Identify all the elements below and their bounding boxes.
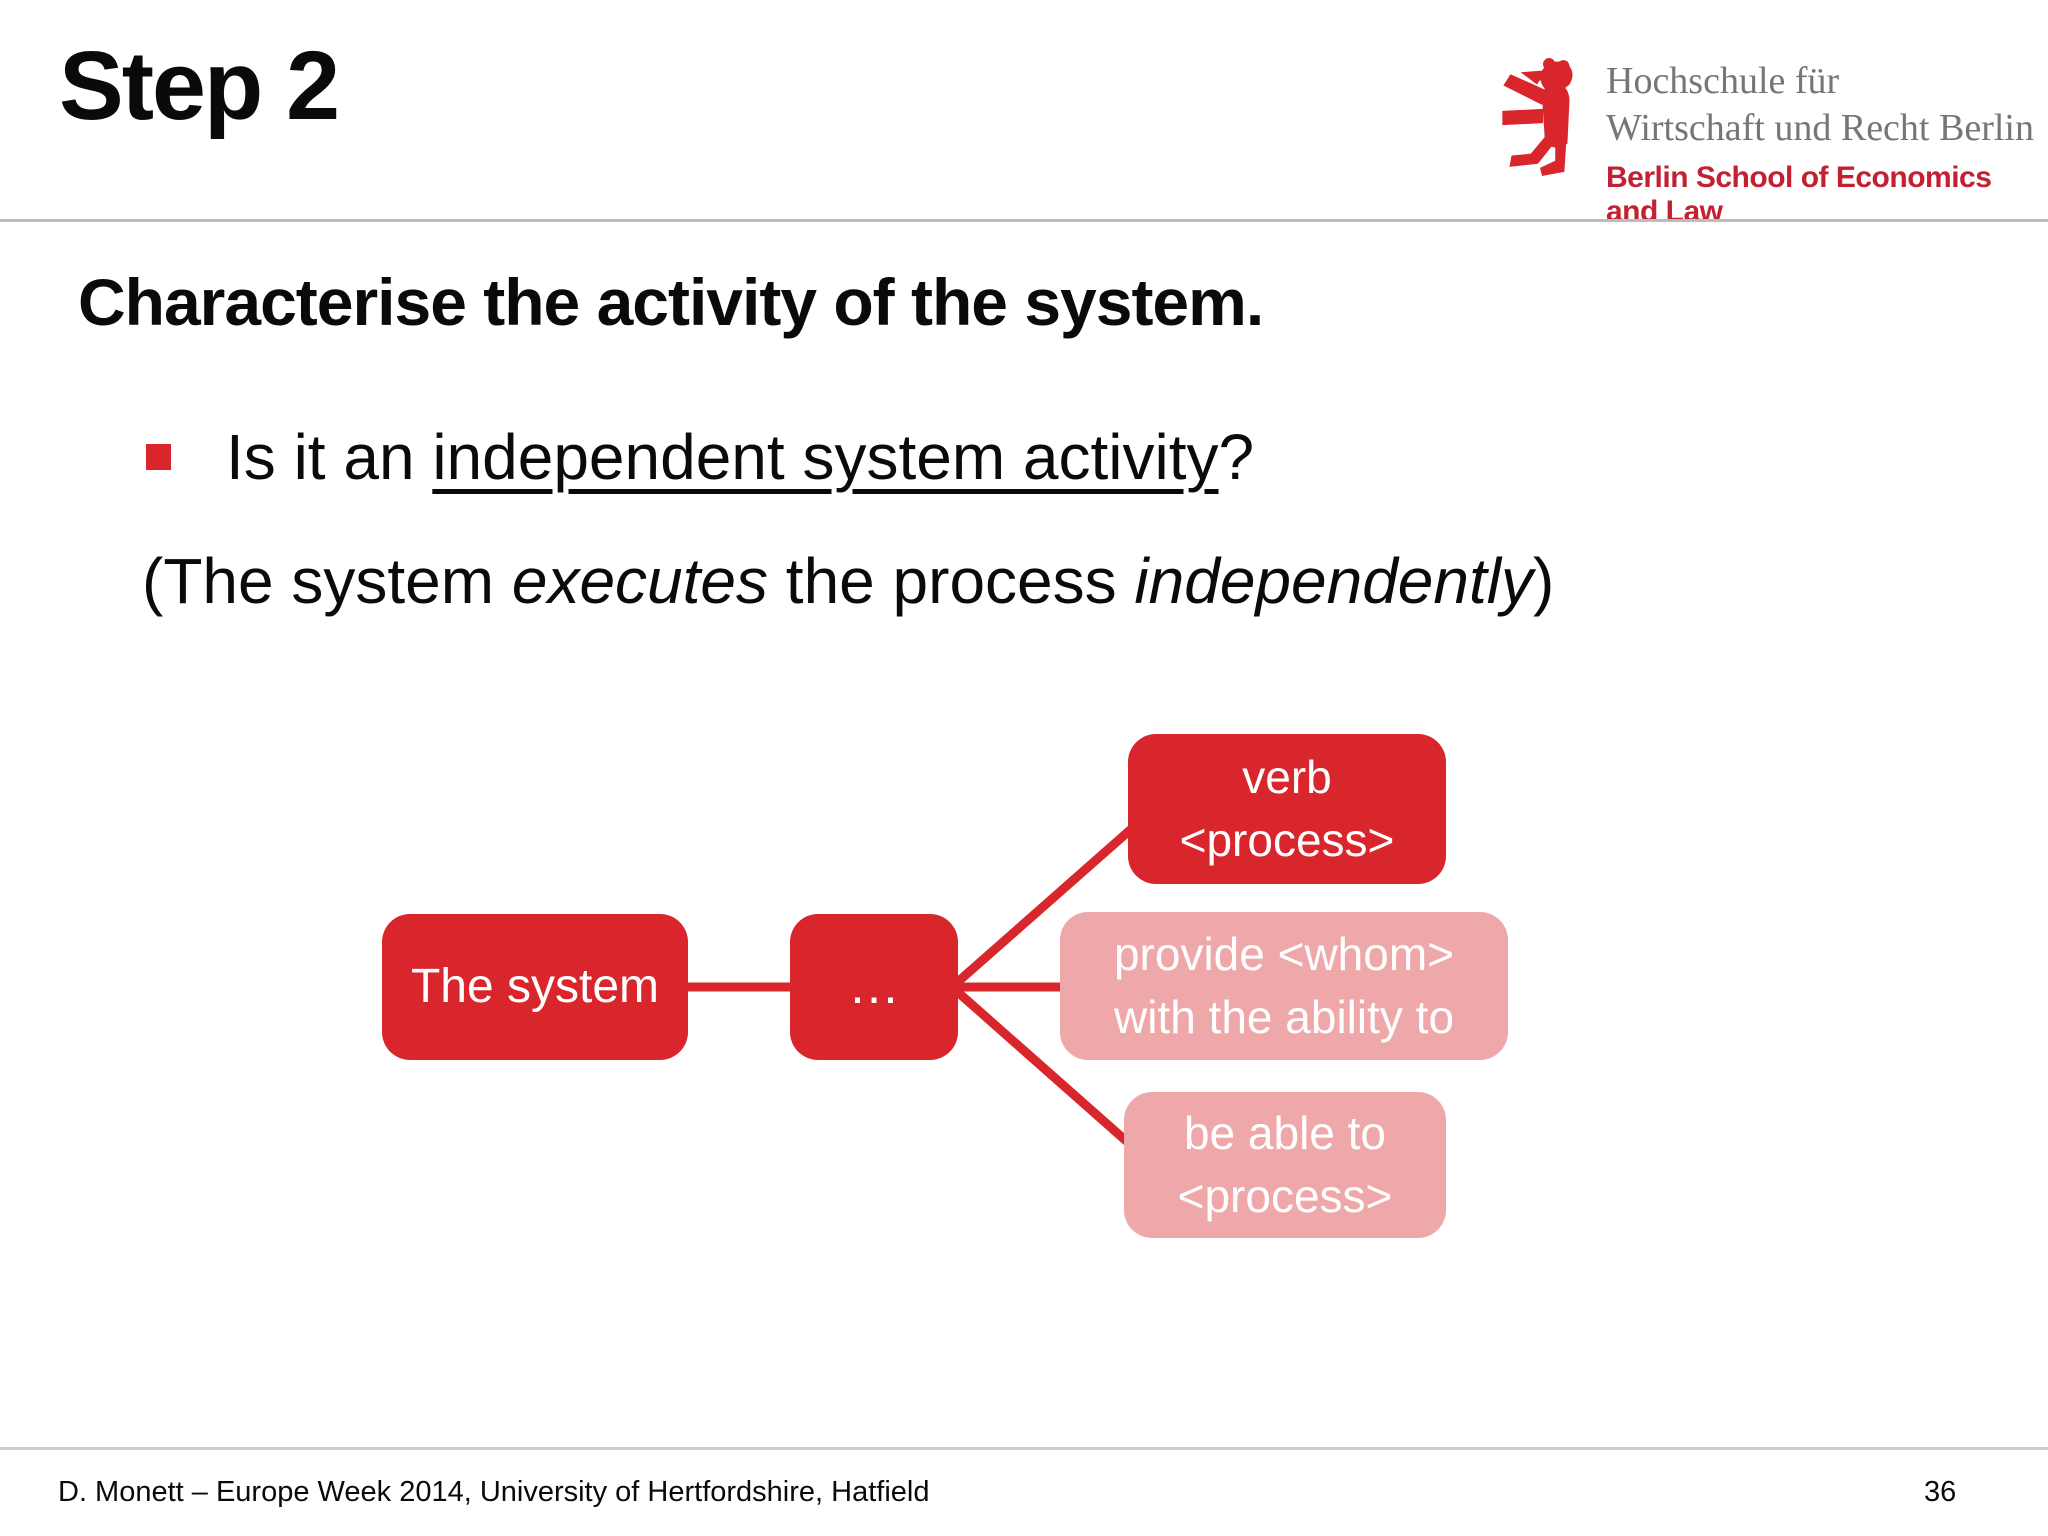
bullet-marker: [146, 444, 171, 470]
diagram-node-be-able-to: be able to <process>: [1124, 1092, 1446, 1238]
header-divider-line: [0, 219, 2048, 222]
diagram-node-ellipsis: …: [790, 914, 958, 1060]
berlin-bear-icon: [1502, 58, 1573, 176]
bullet-text-prefix: Is it an: [226, 421, 433, 493]
explanation-italic-2: independently: [1134, 545, 1533, 617]
footer-divider-line: [0, 1447, 2048, 1450]
logo-line-2: Wirtschaft und Recht Berlin: [1606, 107, 2034, 149]
logo-subtitle: Berlin School of Economics and Law: [1606, 161, 1992, 228]
slide-heading: Characterise the activity of the system.: [78, 265, 1264, 339]
explanation-line: (The system executes the process indepen…: [142, 544, 1554, 618]
footer-credit: D. Monett – Europe Week 2014, University…: [58, 1476, 930, 1508]
diagram-node-verb-process: verb <process>: [1128, 734, 1446, 884]
logo-line-1: Hochschule für: [1606, 60, 1840, 102]
slide-title: Step 2: [59, 31, 340, 140]
diagram-node-the-system: The system: [382, 914, 688, 1060]
bullet-text-underlined: independent system activity: [432, 421, 1219, 493]
bullet-text: Is it an independent system activity?: [226, 420, 1254, 494]
diagram-node-provide-whom: provide <whom> with the ability to: [1060, 912, 1508, 1060]
university-logo: Hochschule für Wirtschaft und Recht Berl…: [1490, 52, 2038, 228]
page-number: 36: [1924, 1476, 1957, 1508]
university-logo-text: Hochschule für Wirtschaft und Recht Berl…: [1606, 58, 2036, 229]
explanation-part-3: ): [1532, 545, 1555, 617]
explanation-italic-1: executes: [511, 545, 768, 617]
explanation-part-1: (The system: [142, 545, 512, 617]
bullet-text-suffix: ?: [1218, 421, 1255, 493]
explanation-part-2: the process: [768, 545, 1135, 617]
